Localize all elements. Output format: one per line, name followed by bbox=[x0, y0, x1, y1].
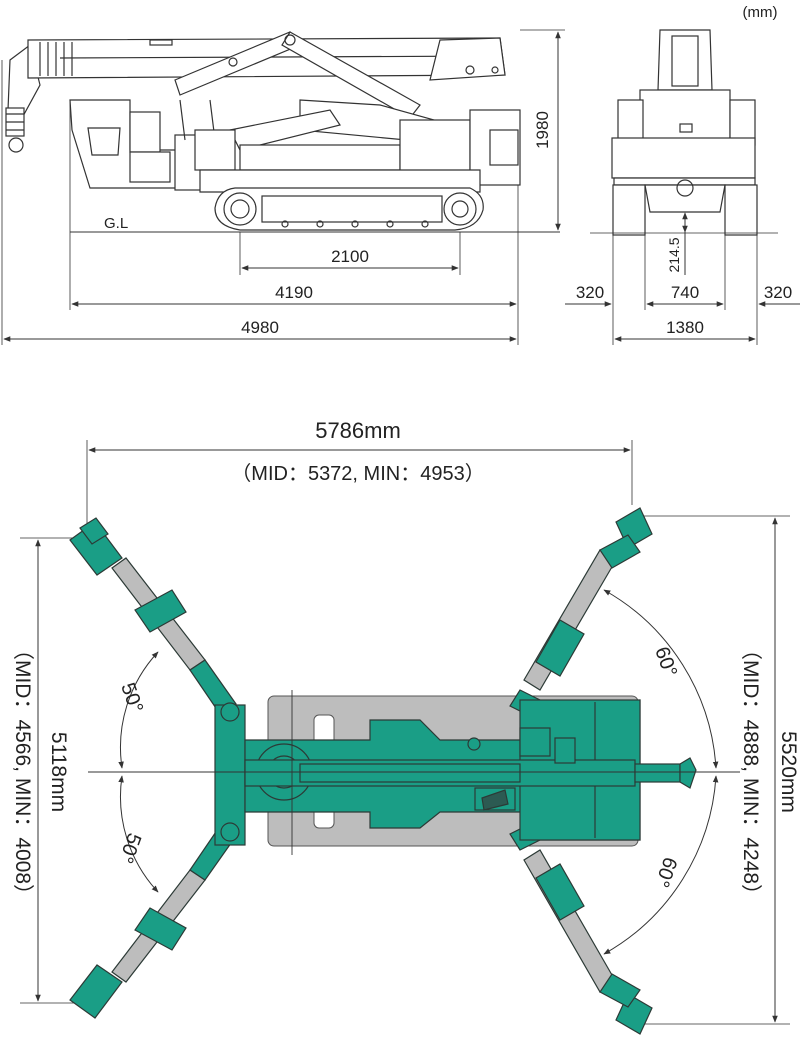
overall-width-label: 1380 bbox=[666, 318, 704, 337]
outrigger-upper-right bbox=[509, 507, 653, 717]
outrigger-lower-left bbox=[69, 825, 237, 1019]
front-view-dimensions bbox=[565, 212, 800, 342]
angle-right-lower-label: 60° bbox=[650, 854, 681, 890]
top-width-max-label: 5786mm bbox=[315, 418, 401, 443]
boom-arms bbox=[174, 31, 471, 151]
top-width-alt-label: （MID：5372, MIN：4953） bbox=[231, 462, 484, 485]
top-view-dimensions bbox=[35, 447, 778, 1023]
track-length-label: 2100 bbox=[331, 247, 369, 266]
track-gauge-label: 740 bbox=[671, 283, 699, 302]
angle-right-upper-label: 60° bbox=[650, 644, 681, 680]
unit-label: (mm) bbox=[743, 4, 778, 21]
angle-left-lower-label: 50° bbox=[114, 830, 145, 866]
ground-label: G.L bbox=[104, 215, 128, 232]
top-view-center-lines bbox=[88, 690, 740, 855]
outrigger-lower-right bbox=[509, 823, 653, 1035]
left-depth-max-label: 5118mm bbox=[47, 732, 70, 812]
angle-arcs bbox=[118, 589, 719, 955]
crawler-track bbox=[214, 187, 484, 231]
top-view-extension-lines bbox=[20, 440, 790, 1025]
right-depth-alt-label: （MID：4888, MIN：4248） bbox=[739, 639, 762, 905]
front-view bbox=[590, 29, 778, 345]
clearance-label: 214.5 bbox=[666, 237, 682, 272]
overall-length-label: 4980 bbox=[241, 318, 279, 337]
height-label: 1980 bbox=[533, 111, 552, 149]
body-length-label: 4190 bbox=[275, 283, 313, 302]
upper-body bbox=[69, 99, 521, 193]
left-depth-alt-label: （MID：4566, MIN：4008） bbox=[11, 639, 34, 905]
right-depth-max-label: 5520mm bbox=[777, 731, 800, 813]
side-view bbox=[1, 29, 565, 345]
side-view-dimensions bbox=[3, 31, 561, 342]
left-offset-label: 320 bbox=[576, 283, 604, 302]
right-offset-label: 320 bbox=[764, 283, 792, 302]
outrigger-upper-left bbox=[69, 517, 237, 715]
angle-left-upper-label: 50° bbox=[116, 680, 147, 716]
